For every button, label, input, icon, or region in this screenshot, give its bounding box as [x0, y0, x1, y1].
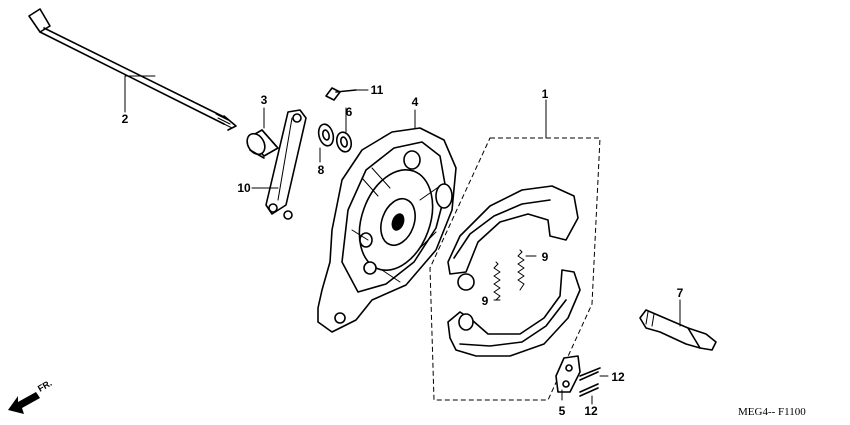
- label-1: 1: [542, 87, 549, 101]
- shoe-kit-outline: [429, 137, 601, 401]
- label-7: 7: [677, 286, 684, 300]
- cotter-pins: [579, 367, 601, 397]
- label-5: 5: [559, 404, 566, 418]
- label-8: 8: [318, 163, 325, 177]
- collar: [246, 129, 279, 159]
- brake-shoe-upper: [447, 185, 579, 291]
- label-12-upper: 12: [611, 370, 625, 384]
- label-11: 11: [371, 83, 384, 97]
- brake-panel: [317, 127, 457, 333]
- return-spring-upper: [517, 249, 525, 291]
- label-6: 6: [346, 105, 353, 119]
- axle: [28, 8, 237, 131]
- label-12-lower: 12: [584, 404, 598, 418]
- return-spring-lower: [493, 261, 501, 301]
- bolt: [325, 87, 357, 101]
- diagram-code: MEG4-- F1100: [738, 406, 806, 418]
- front-direction-label: FR.: [36, 378, 54, 394]
- label-9-upper: 9: [542, 250, 549, 264]
- label-2: 2: [122, 112, 129, 126]
- label-9-lower: 9: [482, 294, 489, 308]
- leader-lines: [124, 75, 681, 405]
- washer-8: [317, 123, 335, 147]
- brake-cam: [639, 309, 717, 351]
- label-4: 4: [412, 95, 419, 109]
- label-3: 3: [261, 93, 268, 107]
- shoe-plate: [555, 355, 581, 393]
- brake-shoe-lower: [447, 269, 581, 357]
- washer-6: [335, 131, 353, 153]
- front-arrow-icon: [8, 392, 40, 414]
- stopper-arm: [265, 109, 307, 220]
- label-10: 10: [237, 181, 251, 195]
